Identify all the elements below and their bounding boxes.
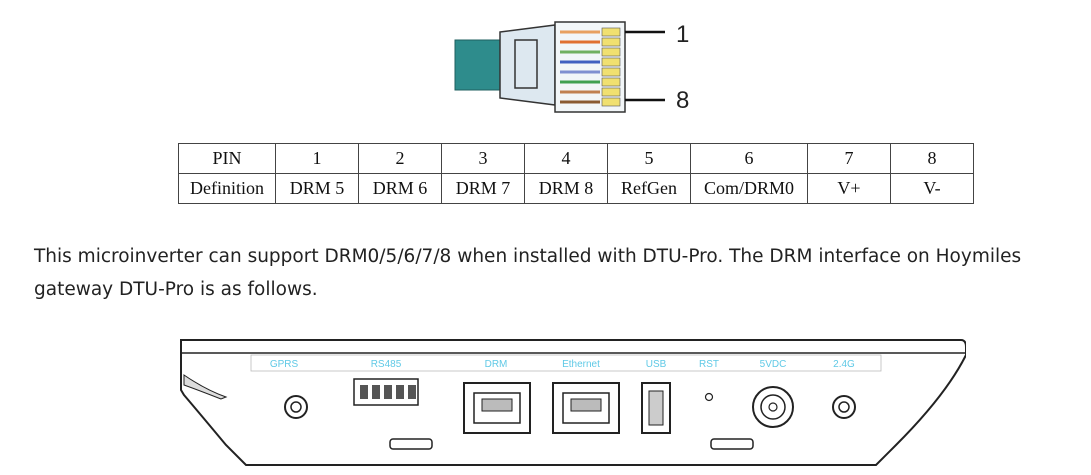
drm-label: DRM [485,359,508,370]
ethernet-rj45-port [552,382,620,434]
wifi-label: 2.4G [833,359,855,370]
pin-8-label: 8 [676,87,689,114]
table-cell: 2 [358,143,442,174]
pin-definition-table: PIN 1 2 3 4 5 6 7 8 Definition DRM 5 DRM… [178,143,974,204]
power-label: 5VDC [760,359,787,370]
table-header-row: PIN 1 2 3 4 5 6 7 8 [178,143,974,174]
table-cell: RefGen [607,173,691,204]
rs485-label: RS485 [371,359,402,370]
table-cell: 7 [807,143,891,174]
dtu-pro-port-panel: GPRS RS485 DRM Ethernet USB RST 5VDC 2.4… [180,339,966,466]
power-dc-jack [752,386,794,428]
usb-port [641,382,671,434]
table-cell: 8 [890,143,974,174]
paragraph-line-2: gateway DTU-Pro is as follows. [34,279,318,300]
mount-slot-left [389,438,433,450]
table-row: Definition DRM 5 DRM 6 DRM 7 DRM 8 RefGe… [178,173,974,204]
usb-label: USB [646,359,667,370]
table-cell: DRM 8 [524,173,608,204]
gprs-antenna-port [284,395,308,419]
table-cell: 6 [690,143,808,174]
label-strip [250,354,882,372]
paragraph-line-1: This microinverter can support DRM0/5/6/… [34,246,1022,267]
left-foot [183,374,228,400]
table-cell: Com/DRM0 [690,173,808,204]
table-cell: V+ [807,173,891,204]
table-cell: Definition [178,173,276,204]
rj45-connector-diagram: 1 8 [454,21,689,114]
table-cell: DRM 7 [441,173,525,204]
contact-pins [601,27,621,107]
gprs-label: GPRS [270,359,299,370]
rst-label: RST [699,359,719,370]
table-cell: PIN [178,143,276,174]
rst-button-hole [704,392,714,402]
ethernet-label: Ethernet [562,359,600,370]
body-paragraph: This microinverter can support DRM0/5/6/… [34,240,1091,306]
table-cell: 5 [607,143,691,174]
rs485-terminal-port [353,378,419,406]
boot-window [514,39,538,89]
table-cell: DRM 6 [358,173,442,204]
drm-rj45-port [463,382,531,434]
pin-1-label: 1 [676,21,689,48]
table-cell: DRM 5 [275,173,359,204]
table-cell: V- [890,173,974,204]
plug-body [554,21,626,113]
table-cell: 1 [275,143,359,174]
table-cell: 3 [441,143,525,174]
wire-bundle [560,30,600,104]
wifi-antenna-port [832,395,856,419]
table-cell: 4 [524,143,608,174]
connector-boot [499,24,556,106]
mount-slot-right [710,438,754,450]
